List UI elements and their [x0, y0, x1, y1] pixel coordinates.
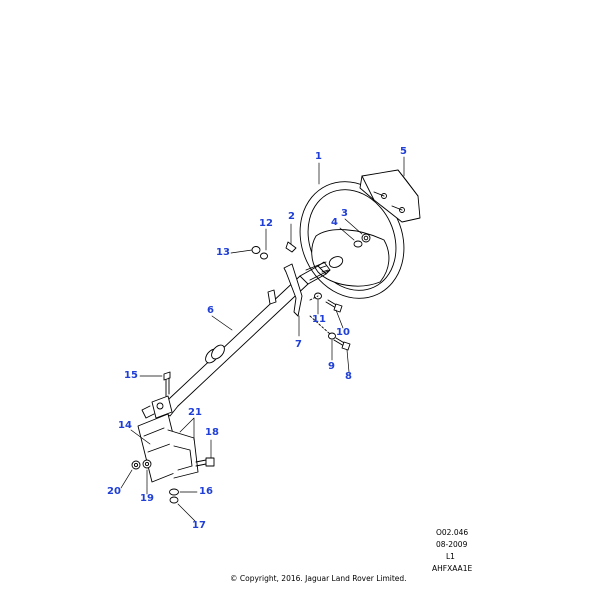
nut-16 — [169, 488, 179, 496]
washer-19 — [142, 459, 152, 469]
callout-2[interactable]: 2 — [288, 211, 295, 222]
callout-12[interactable]: 12 — [259, 218, 273, 229]
callout-7[interactable]: 7 — [295, 339, 302, 350]
callout-3[interactable]: 3 — [341, 208, 348, 219]
callout-6[interactable]: 6 — [207, 305, 214, 316]
callout-15[interactable]: 15 — [124, 370, 138, 381]
callout-9[interactable]: 9 — [328, 361, 335, 372]
callout-18[interactable]: 18 — [205, 427, 219, 438]
callout-5[interactable]: 5 — [400, 146, 407, 157]
bolt-8 — [333, 337, 351, 351]
nut-13 — [251, 246, 261, 254]
callout-8[interactable]: 8 — [345, 371, 352, 382]
callout-14[interactable]: 14 — [118, 420, 132, 431]
diagram-level: L1 — [446, 552, 455, 561]
reference-code: O02.046 — [436, 528, 469, 537]
callout-21[interactable]: 21 — [188, 407, 202, 418]
nut-3 — [361, 233, 371, 243]
copyright-notice: © Copyright, 2016. Jaguar Land Rover Lim… — [230, 574, 407, 583]
horn-cover — [359, 169, 421, 223]
callout-4[interactable]: 4 — [331, 217, 338, 228]
column-shaft-top — [299, 261, 331, 285]
steering-column-tube — [159, 275, 309, 417]
bolt-18 — [195, 457, 215, 467]
diagram-date: 08-2009 — [436, 540, 468, 549]
nut-20 — [131, 460, 141, 470]
callout-17[interactable]: 17 — [192, 520, 206, 531]
callout-16[interactable]: 16 — [199, 486, 213, 497]
steering-wheel — [299, 181, 405, 299]
callout-13[interactable]: 13 — [216, 247, 230, 258]
bolt-15 — [163, 371, 171, 397]
callout-20[interactable]: 20 — [107, 486, 121, 497]
leader-lines — [120, 156, 405, 523]
bolt-10 — [325, 299, 343, 313]
washer-4 — [353, 240, 363, 248]
washer-17 — [169, 496, 179, 504]
switch-bracket — [267, 241, 303, 317]
callout-11[interactable]: 11 — [312, 314, 326, 325]
illustration-id: AHFXAA1E — [432, 564, 473, 573]
callout-10[interactable]: 10 — [336, 327, 350, 338]
callout-19[interactable]: 19 — [140, 493, 154, 504]
washer-12 — [260, 252, 268, 260]
callout-1[interactable]: 1 — [315, 151, 322, 162]
washer-9 — [328, 332, 336, 340]
